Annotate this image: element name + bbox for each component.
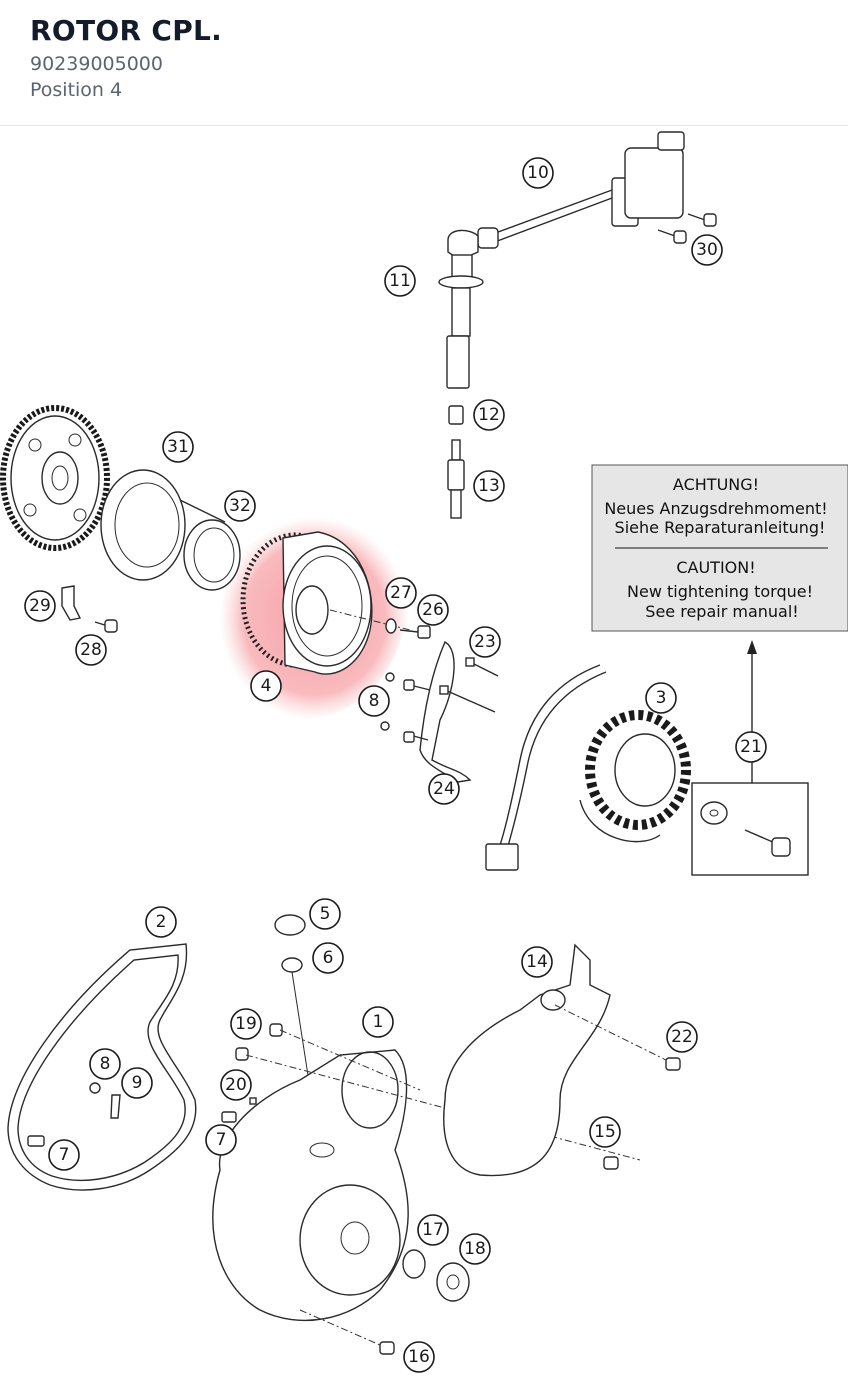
bearing-ring <box>183 519 241 591</box>
svg-text:16: 16 <box>408 1347 430 1367</box>
caution-line-4: CAUTION! <box>676 558 755 577</box>
svg-text:29: 29 <box>29 596 51 616</box>
svg-text:13: 13 <box>478 476 500 496</box>
label-30[interactable]: 30 <box>691 234 723 266</box>
svg-text:24: 24 <box>433 779 455 799</box>
label-20[interactable]: 20 <box>220 1069 252 1101</box>
label-29[interactable]: 29 <box>24 590 56 622</box>
caution-line-2: Neues Anzugsdrehmoment! <box>604 499 827 518</box>
label-32[interactable]: 32 <box>224 490 256 522</box>
svg-text:5: 5 <box>320 904 331 924</box>
svg-text:21: 21 <box>740 737 762 757</box>
svg-text:30: 30 <box>696 240 718 260</box>
label-21[interactable]: 21 <box>735 731 767 763</box>
header: ROTOR CPL. 90239005000 Position 4 <box>0 0 848 126</box>
svg-text:31: 31 <box>167 437 189 457</box>
stator <box>485 664 691 871</box>
svg-text:23: 23 <box>474 632 496 652</box>
svg-text:1: 1 <box>373 1012 384 1032</box>
label-28[interactable]: 28 <box>75 634 107 666</box>
label-11[interactable]: 11 <box>384 265 416 297</box>
label-4[interactable]: 4 <box>250 670 282 702</box>
label-26[interactable]: 26 <box>417 594 449 626</box>
svg-text:9: 9 <box>132 1073 143 1093</box>
svg-text:4: 4 <box>261 676 272 696</box>
svg-text:28: 28 <box>80 640 102 660</box>
caution-line-6: See repair manual! <box>645 602 798 621</box>
oil-plug <box>274 914 319 1141</box>
coil-bolts <box>657 213 717 244</box>
label-27[interactable]: 27 <box>385 577 417 609</box>
spark-plug <box>447 405 465 519</box>
label-6[interactable]: 6 <box>312 942 344 974</box>
label-10[interactable]: 10 <box>522 157 554 189</box>
label-8b[interactable]: 8 <box>89 1048 121 1080</box>
caution-note: ACHTUNG! Neues Anzugsdrehmoment! Siehe R… <box>591 464 848 632</box>
label-16[interactable]: 16 <box>403 1341 435 1373</box>
bracket-bolt <box>61 585 118 633</box>
svg-text:17: 17 <box>422 1220 444 1240</box>
label-19[interactable]: 19 <box>230 1008 262 1040</box>
spark-plug-connector <box>438 229 484 389</box>
cover-bolts <box>379 1057 681 1355</box>
rotor[interactable] <box>240 531 411 675</box>
label-1[interactable]: 1 <box>362 1006 394 1038</box>
caution-line-5: New tightening torque! <box>627 582 813 601</box>
part-number: 90239005000 <box>30 53 163 75</box>
label-18[interactable]: 18 <box>459 1233 491 1265</box>
sprocket-cover <box>443 943 671 1177</box>
label-2[interactable]: 2 <box>145 906 177 938</box>
svg-text:27: 27 <box>390 583 412 603</box>
svg-text:26: 26 <box>422 600 444 620</box>
svg-text:2: 2 <box>156 912 167 932</box>
svg-text:7: 7 <box>59 1145 70 1165</box>
label-31[interactable]: 31 <box>162 431 194 463</box>
label-15[interactable]: 15 <box>589 1116 621 1148</box>
exploded-parts-diagram: ACHTUNG! Neues Anzugsdrehmoment! Siehe R… <box>0 131 848 1373</box>
label-14[interactable]: 14 <box>521 946 553 978</box>
svg-text:8: 8 <box>100 1054 111 1074</box>
pickup-sensor <box>380 641 499 783</box>
svg-text:22: 22 <box>671 1027 693 1047</box>
ignition-coil <box>477 131 685 249</box>
label-7b[interactable]: 7 <box>205 1124 237 1156</box>
label-3[interactable]: 3 <box>645 682 677 714</box>
svg-text:10: 10 <box>527 163 549 183</box>
label-8a[interactable]: 8 <box>358 685 390 717</box>
label-24[interactable]: 24 <box>428 773 460 805</box>
rotor-washer-nut <box>385 618 431 639</box>
svg-text:12: 12 <box>478 405 500 425</box>
label-17[interactable]: 17 <box>417 1214 449 1246</box>
cover-dowels <box>235 1023 283 1105</box>
seal-and-cap <box>402 1249 470 1302</box>
cover-gasket <box>7 943 237 1191</box>
label-5[interactable]: 5 <box>309 898 341 930</box>
generator-cover <box>212 1029 641 1346</box>
svg-text:20: 20 <box>225 1075 247 1095</box>
svg-text:18: 18 <box>464 1239 486 1259</box>
svg-text:8: 8 <box>369 691 380 711</box>
svg-text:15: 15 <box>594 1122 616 1142</box>
caution-line-1: ACHTUNG! <box>673 475 759 494</box>
label-13[interactable]: 13 <box>473 470 505 502</box>
label-9[interactable]: 9 <box>121 1067 153 1099</box>
freewheel-disc <box>100 469 226 581</box>
svg-text:3: 3 <box>656 688 667 708</box>
svg-text:19: 19 <box>235 1014 257 1034</box>
svg-text:7: 7 <box>216 1130 227 1150</box>
caution-line-3: Siehe Reparaturanleitung! <box>615 518 826 537</box>
svg-text:32: 32 <box>229 496 251 516</box>
label-12[interactable]: 12 <box>473 399 505 431</box>
svg-text:6: 6 <box>323 948 334 968</box>
page-title: ROTOR CPL. <box>30 14 223 47</box>
svg-text:14: 14 <box>526 952 548 972</box>
label-23[interactable]: 23 <box>469 626 501 658</box>
starter-gear <box>0 405 110 551</box>
torque-detail <box>691 640 809 876</box>
position-text: Position 4 <box>30 79 123 101</box>
svg-text:11: 11 <box>389 271 411 291</box>
label-7a[interactable]: 7 <box>48 1139 80 1171</box>
label-22[interactable]: 22 <box>666 1021 698 1053</box>
